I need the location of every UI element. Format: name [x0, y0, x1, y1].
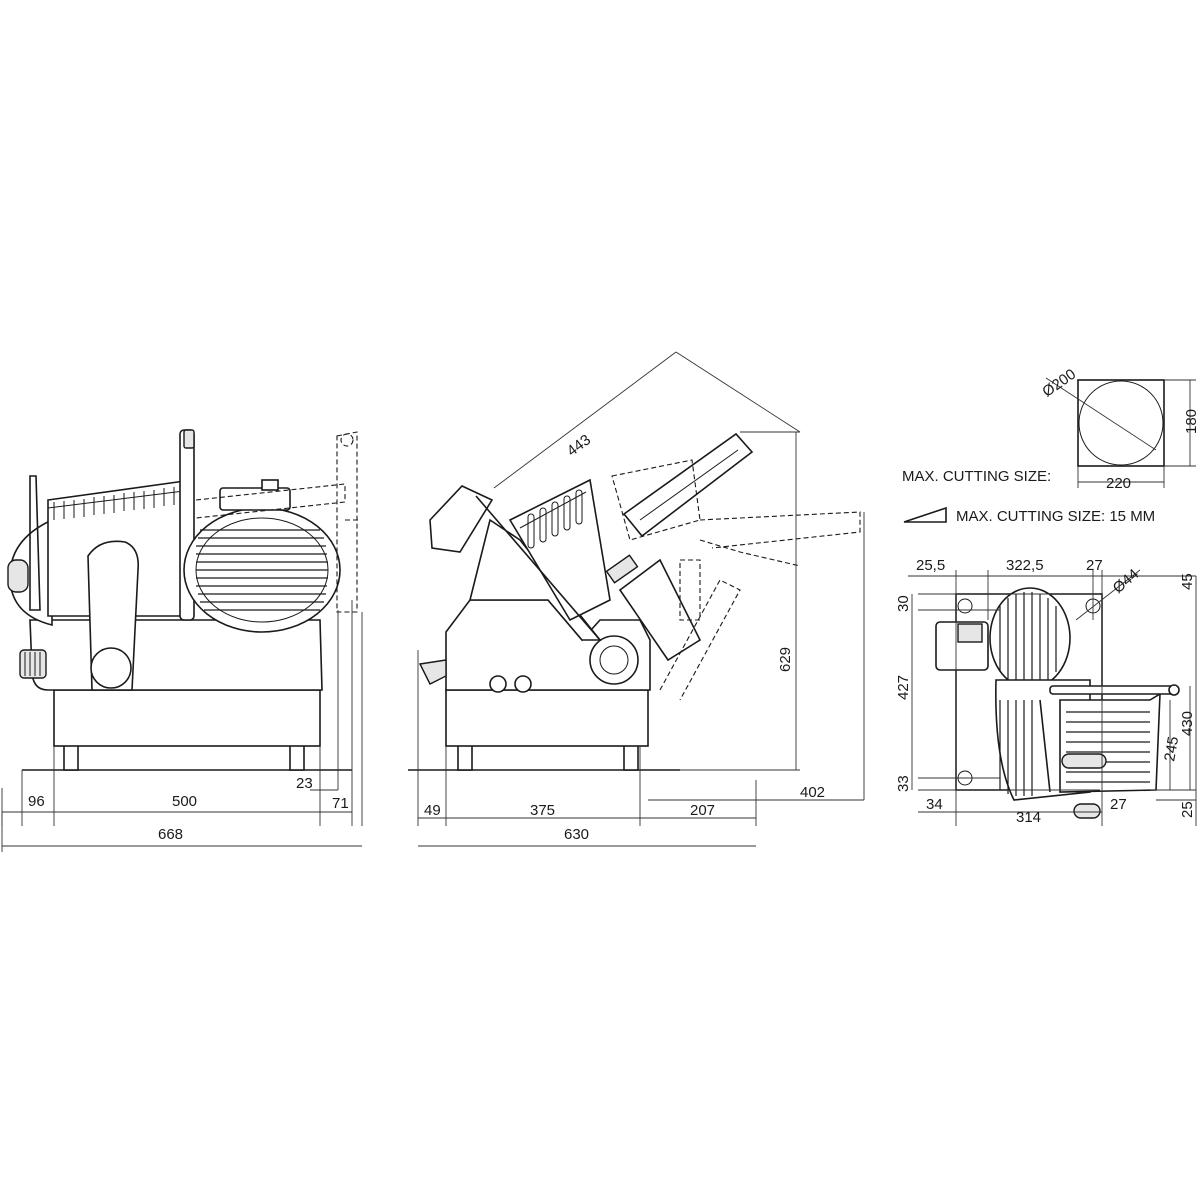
dim-314: 314: [1016, 809, 1041, 826]
blade-hatching: [196, 529, 328, 611]
top-blade-hatching: [999, 592, 1057, 686]
max-cutting-thickness-label: MAX. CUTTING SIZE: 15 MM: [956, 508, 1155, 525]
carriage-hatching: [999, 700, 1033, 796]
dim-430: 430: [1179, 711, 1196, 736]
dim-630: 630: [564, 826, 589, 843]
dim-245: 245: [1161, 735, 1182, 763]
dim-500: 500: [172, 793, 197, 810]
dim-34: 34: [926, 796, 943, 813]
dim-427: 427: [895, 675, 912, 700]
dim-44: Ø44: [1110, 566, 1143, 597]
cutting-height: 180: [1183, 409, 1200, 434]
dim-45: 45: [1179, 573, 1196, 590]
dim-629: 629: [777, 647, 794, 672]
dim-668: 668: [158, 826, 183, 843]
dim-23: 23: [296, 775, 313, 792]
carriage-slots: [527, 489, 583, 549]
dim-96: 96: [28, 793, 45, 810]
tray-hatching: [1066, 711, 1150, 783]
dim-71: 71: [332, 795, 349, 812]
dim-25: 25: [1179, 801, 1196, 818]
dim-207: 207: [690, 802, 715, 819]
dim-402: 402: [800, 784, 825, 801]
top-view: [908, 569, 1197, 826]
dim-27-bottom: 27: [1110, 796, 1127, 813]
dim-33: 33: [895, 775, 912, 792]
side-view: [408, 351, 865, 847]
cutting-size-diagram: [903, 377, 1196, 523]
dim-375: 375: [530, 802, 555, 819]
dim-30: 30: [895, 595, 912, 612]
dim-25-5: 25,5: [916, 557, 945, 574]
cutting-width: 220: [1106, 475, 1131, 492]
front-view: [1, 429, 363, 852]
max-cutting-size-label: MAX. CUTTING SIZE:: [902, 468, 1051, 485]
dim-443: 443: [564, 431, 594, 460]
dim-322-5: 322,5: [1006, 557, 1044, 574]
dim-27-top: 27: [1086, 557, 1103, 574]
dim-49: 49: [424, 802, 441, 819]
